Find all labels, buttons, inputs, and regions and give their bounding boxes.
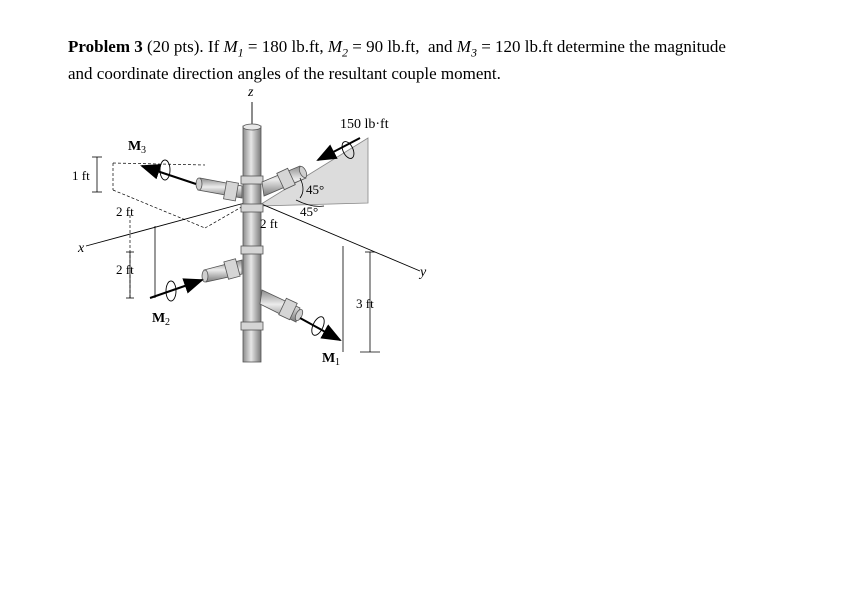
dim-label-2ft-top: 2 ft xyxy=(116,204,134,219)
dim-label-1ft: 1 ft xyxy=(72,168,90,183)
problem-label: Problem 3 xyxy=(68,37,143,56)
m1-label-letter: M xyxy=(322,351,335,366)
m3-subscript: 3 xyxy=(470,45,477,60)
problem-line-2: and coordinate direction angles of the r… xyxy=(68,64,501,84)
axis-label-z: z xyxy=(247,85,254,100)
m3-value: = 120 lb.ft determine the magnitude xyxy=(481,37,726,56)
angle-arc-bottom xyxy=(295,199,325,207)
problem-points: (20 pts). If xyxy=(147,37,220,56)
m3-branch-pipe xyxy=(195,177,243,202)
150-moment-vector-arrow xyxy=(316,137,361,161)
rotation-curls xyxy=(159,141,355,336)
m1-branch-pipe xyxy=(259,289,304,323)
angle-label-bottom: 45° xyxy=(300,204,318,219)
axis-label-x: x xyxy=(77,241,85,256)
moment-label-150: 150 lb·ft xyxy=(340,117,389,132)
m2-subscript: 2 xyxy=(342,45,349,60)
m1-vector-arrow xyxy=(299,317,342,341)
and-word: and xyxy=(428,37,453,56)
m2-label-sub: 2 xyxy=(165,317,170,328)
x-axis-line xyxy=(85,200,253,247)
y-axis-line xyxy=(251,199,421,272)
pipe-collars xyxy=(240,175,264,331)
dimension-lines xyxy=(92,156,380,353)
angle-arc-top xyxy=(299,177,304,199)
m3-symbol: M xyxy=(456,37,471,56)
angle-label-top: 45° xyxy=(306,182,324,197)
m2-label-letter: M xyxy=(152,311,165,326)
m3-label-sub: 3 xyxy=(141,145,146,156)
m2-value: = 90 lb.ft, xyxy=(352,37,420,56)
upper-right-branch-pipe xyxy=(261,165,308,197)
m2-label: M 2 xyxy=(152,311,170,328)
m3-label: M 3 xyxy=(128,139,146,156)
vertical-pipe-top xyxy=(242,123,262,131)
dim-label-2ft-left: 2 ft xyxy=(116,262,134,277)
dim-label-3ft: 3 ft xyxy=(356,296,374,311)
m3-label-letter: M xyxy=(128,139,141,154)
axis-label-y: y xyxy=(418,265,427,280)
m2-symbol: M xyxy=(327,37,343,56)
problem-statement: Problem 3 (20 pts). If M1 = 180 lb.ft, M… xyxy=(68,36,788,84)
m1-subscript: 1 xyxy=(237,45,244,60)
dim-label-2ft-center: 2 ft xyxy=(260,216,278,231)
m1-symbol: M xyxy=(223,37,238,56)
m1-value: = 180 lb.ft, xyxy=(247,37,324,56)
m2-branch-pipe xyxy=(201,258,243,283)
problem-line-1: Problem 3 (20 pts). If M1 = 180 lb.ft, M… xyxy=(68,36,788,63)
m1-label-sub: 1 xyxy=(335,357,340,368)
m1-label: M 1 xyxy=(322,351,340,368)
